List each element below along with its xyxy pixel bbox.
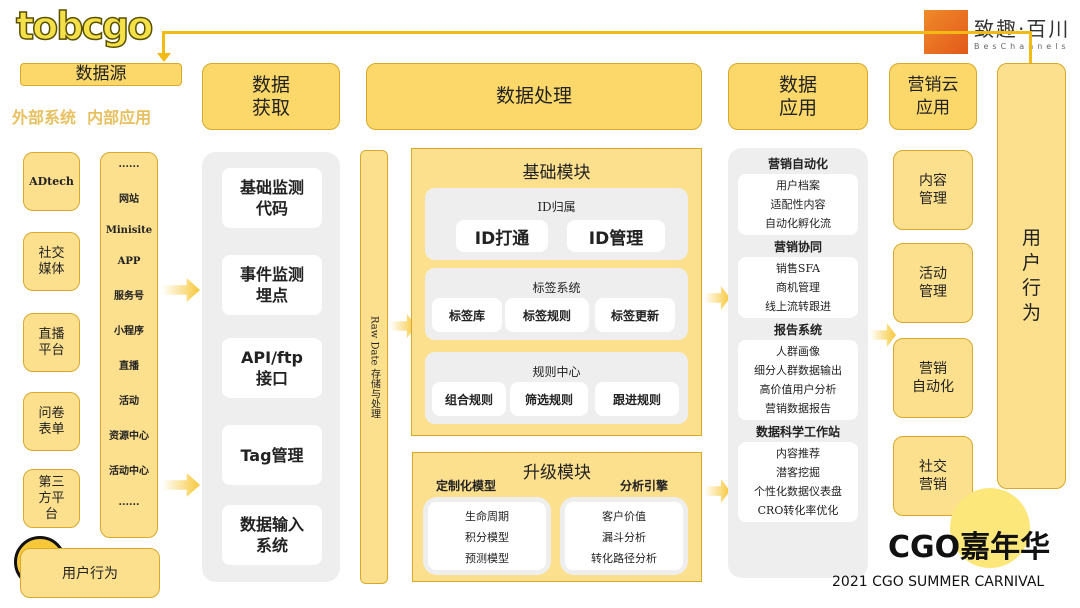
application-item: 适配性内容 [770,198,826,211]
id-merge: ID打通 [456,220,548,252]
custom-model-item: 预测模型 [465,552,509,565]
feedback-line [163,31,1032,34]
application-item: 高价值用户分析 [759,383,837,396]
cloud-app-item: 营销 自动化 [893,338,973,418]
partner-name: 致趣·百川 [974,17,1071,41]
application-item: 个性化数据仪表盘 [754,485,842,498]
id-panel-title: ID归属 [537,200,576,214]
application-item: 自动化孵化流 [765,217,831,230]
internal-app-item: 小程序 [114,326,144,337]
analysis-engine-item: 漏斗分析 [602,531,646,544]
cloud-app-item: 活动 管理 [893,243,973,323]
user-behavior-box: 用户行为 [20,548,160,598]
external-source-item: 第三 方平 台 [23,469,80,528]
custom-model-item: 积分模型 [465,531,509,544]
internal-app-item: APP [117,256,141,267]
application-item: 商机管理 [776,281,820,294]
custom-model-title: 定制化模型 [436,479,497,493]
application-group-items: 销售SFA 商机管理线上流转跟进 [738,257,858,318]
application-group-title: 营销自动化 [767,157,828,171]
internal-app-item: 服务号 [114,291,144,302]
application-group-title: 营销协同 [773,240,822,254]
internal-app-item: 直播 [119,361,139,372]
custom-model-item: 生命周期 [465,510,509,523]
analysis-engine-item: 转化路径分析 [591,552,657,565]
application-group-items: 内容推荐潜客挖掘个性化数据仪表盘 CRO转化率优化 [738,442,858,522]
analysis-engine-item: 客户价值 [602,510,646,523]
cloud-app-item: 内容 管理 [893,150,973,230]
application-item: 销售SFA [775,262,821,275]
internal-app-item: 网站 [119,194,139,205]
internal-app-item: 活动 [119,396,139,407]
internal-app-item: 活动中心 [109,466,149,477]
application-item: CRO转化率优化 [757,504,839,517]
application-group-title: 数据科学工作站 [755,425,840,439]
tag-item: 标签库 [432,298,502,332]
user-behavior-column: 用 户 行 为 [997,63,1066,489]
tag-item: 标签规则 [505,298,589,332]
internal-app-item: ...... [118,497,140,508]
partner-sub: BesChannels [974,42,1070,51]
upgrade-module-title: 升级模块 [523,463,591,483]
feedback-line-down [1029,31,1032,65]
id-manage: ID管理 [567,220,665,252]
raw-data-column: Raw Date 存储与处理 [360,150,388,584]
arrow-down-icon [157,53,171,62]
application-item: 用户档案 [776,179,820,192]
application-item: 内容推荐 [776,447,820,460]
application-header: 数据 应用 [728,63,868,130]
acquisition-item: 数据输入 系统 [222,505,322,565]
event-subtitle: 2021 CGO SUMMER CARNIVAL [832,574,1045,590]
acquisition-item: API/ftp 接口 [222,338,322,398]
feedback-line-left [162,31,165,55]
arrow-right-icon [162,278,200,302]
acquisition-item: 事件监测 埋点 [222,255,322,315]
application-group-title: 报告系统 [773,323,822,337]
arrow-right-icon [704,286,730,310]
source-subtitle: 外部系统 内部应用 [12,108,152,127]
decorative-yellow-circle [950,488,1030,568]
basic-module-title: 基础模块 [522,163,591,183]
external-source-item: 直播 平台 [23,313,80,372]
rule-item: 组合规则 [432,382,506,416]
tobcgo-logo: tobcgo [15,3,154,49]
arrow-right-icon [704,479,730,503]
event-title: CGO嘉年华 [888,530,1051,565]
application-panel: 营销自动化用户档案适配性内容自动化孵化流营销协同销售SFA 商机管理线上流转跟进报… [728,148,868,578]
rule-item: 跟进规则 [595,382,679,416]
processing-header: 数据处理 [366,63,702,130]
analysis-engine-panel: 客户价值漏斗分析转化路径分析 [560,497,688,575]
tag-panel-title: 标签系统 [532,281,581,295]
external-source-item: 社交 媒体 [23,232,80,291]
raw-data-label: Raw Date 存储与处理 [368,315,380,419]
application-item: 潜客挖掘 [776,466,820,479]
user-behavior-label: 用 户 行 为 [1021,227,1041,324]
application-item: 人群画像 [776,345,820,358]
rule-panel-title: 规则中心 [532,365,581,379]
acquisition-header: 数据 获取 [202,63,340,130]
arrow-right-icon [870,323,896,347]
application-item: 线上流转跟进 [765,300,831,313]
internal-app-item: ...... [118,159,140,170]
external-source-item: 问卷 表单 [23,392,80,451]
acquisition-item: 基础监测 代码 [222,168,322,228]
internal-app-item: 资源中心 [109,431,149,442]
application-item: 营销数据报告 [765,402,831,415]
analysis-engine-title: 分析引擎 [620,479,669,493]
acquisition-item: Tag管理 [222,425,322,485]
rule-item: 筛选规则 [510,382,588,416]
cloud-header: 营销云 应用 [889,63,977,130]
arrow-right-icon [162,473,200,497]
external-source-item: ADtech [23,152,80,211]
custom-model-panel: 生命周期积分模型预测模型 [423,497,551,575]
application-group-items: 用户档案适配性内容自动化孵化流 [738,174,858,235]
application-item: 细分人群数据输出 [754,364,842,377]
application-group-items: 人群画像细分人群数据输出高价值用户分析营销数据报告 [738,340,858,420]
data-source-header: 数据源 [20,63,182,86]
internal-app-item: Minisite [105,225,153,236]
tag-item: 标签更新 [595,298,675,332]
